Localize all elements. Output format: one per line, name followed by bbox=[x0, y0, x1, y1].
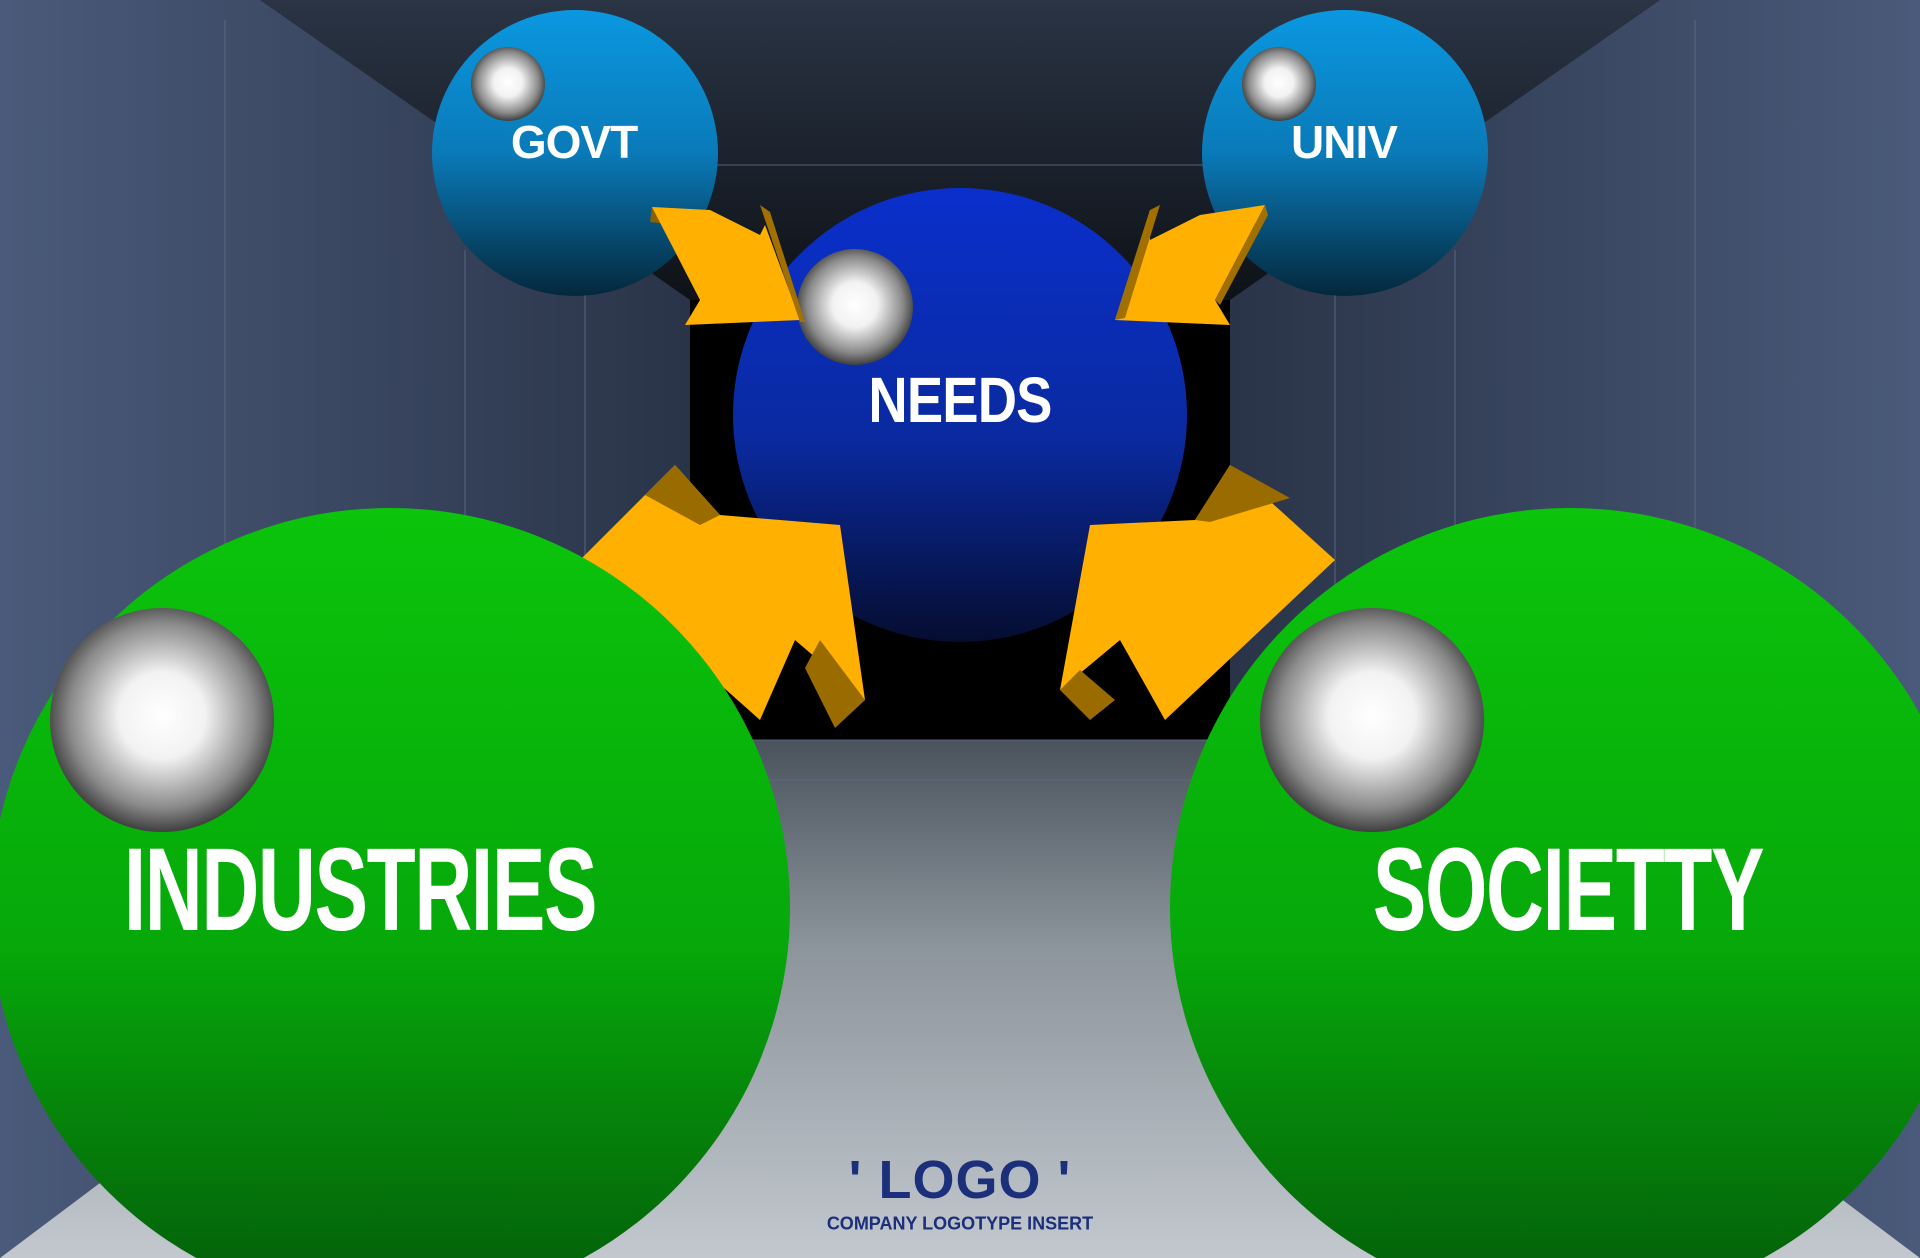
univ-node bbox=[1202, 10, 1488, 296]
society-label: SOCIETTY bbox=[1372, 824, 1765, 956]
society-node bbox=[1170, 508, 1920, 1258]
company-logo: ' LOGO ' bbox=[848, 1150, 1072, 1210]
arrow-industries-to-needs bbox=[580, 465, 865, 728]
company-logotype-caption: COMPANY LOGOTYPE INSERT bbox=[826, 1213, 1094, 1234]
govt-label: GOVT bbox=[510, 116, 638, 168]
industries-node bbox=[0, 508, 790, 1258]
univ-highlight-orb bbox=[1242, 47, 1316, 121]
arrow-society-to-needs bbox=[1060, 465, 1335, 720]
needs-highlight-orb bbox=[797, 249, 913, 365]
industries-label: INDUSTRIES bbox=[123, 824, 598, 956]
needs-label: NEEDS bbox=[868, 364, 1052, 436]
needs-node bbox=[733, 188, 1187, 642]
arrow-govt-to-needs bbox=[650, 205, 805, 325]
industries-highlight-orb bbox=[50, 608, 274, 832]
society-highlight-orb bbox=[1260, 608, 1484, 832]
govt-highlight-orb bbox=[471, 47, 545, 121]
univ-label: UNIV bbox=[1291, 116, 1398, 168]
govt-node bbox=[432, 10, 718, 296]
arrow-univ-to-needs bbox=[1115, 205, 1268, 325]
